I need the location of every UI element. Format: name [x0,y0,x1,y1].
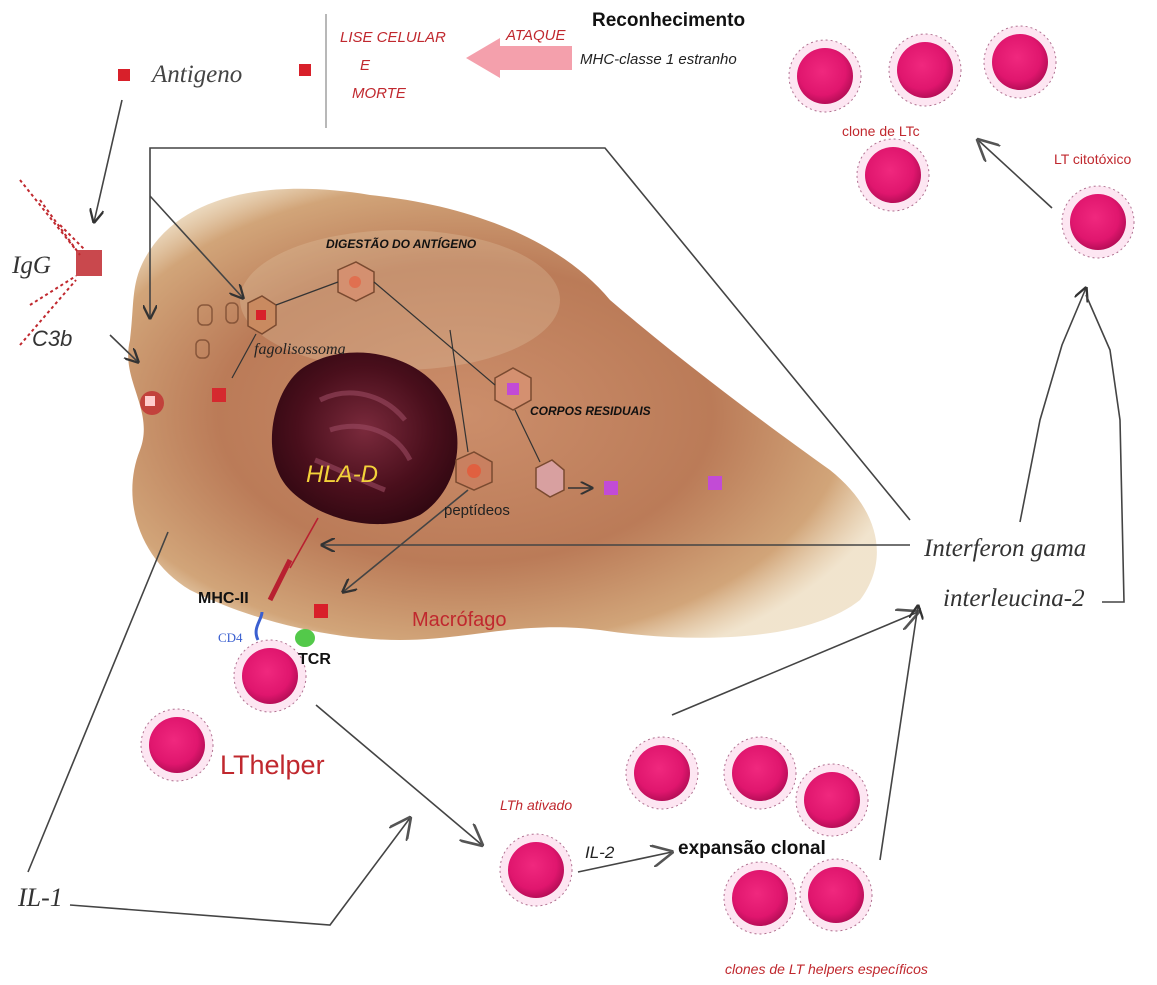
ltc-cell [889,34,961,106]
lise-celular-label: LISE CELULAR [340,29,446,46]
mhc-classe1-label: MHC-classe 1 estranho [580,51,737,68]
il2-label: IL-2 [585,843,615,862]
digestao-label: DIGESTÃO DO ANTÍGENO [326,236,477,251]
lise-e-label: E [360,57,371,74]
tcr-label: TCR [298,651,331,668]
lth-ativado-label: LTh ativado [500,797,572,813]
helper-clone-cell [724,737,796,809]
interferon-label: Interferon gama [923,535,1086,562]
interferon-to-ltc-arrow [1020,288,1086,522]
residual-content [507,383,519,395]
mhc-ii-label: MHC-II [198,590,249,607]
c3b-label: C3b [32,326,72,351]
il1-to-lthelper-arrow [70,818,410,925]
clones-to-interleucina-arrow [880,606,918,860]
fagolisossoma-antigen [256,310,266,320]
expansao-clonal-label: expansão clonal [678,838,826,859]
morte-label: MORTE [352,85,407,102]
clone-ltc-label: clone de LTc [842,123,920,139]
helper-clone-cell [626,737,698,809]
helper-clone-cell [724,862,796,934]
helper-clone-cell [800,859,872,931]
antigen-icon-1 [118,69,130,81]
opsonized-particle [140,391,164,415]
ltc-cell [984,26,1056,98]
lthelper-label: LThelper [220,750,325,780]
interleucina-to-ltc-line [1086,295,1124,602]
ltc-cell [857,139,929,211]
peptide-content [467,464,481,478]
residual-body-2 [708,476,722,490]
interleucina-label: interleucina-2 [943,585,1085,612]
presented-antigen [314,604,328,618]
lth-ativado-cell [500,834,572,906]
ltc-clones [789,26,1056,211]
ataque-label: ATAQUE [505,27,566,44]
igg-label: IgG [11,252,51,279]
exocytosis-vesicle [536,460,564,497]
antigen-to-igg-arrow [94,100,122,222]
corpos-residuais-label: CORPOS RESIDUAIS [530,404,651,418]
engulfed-antigen [212,388,226,402]
reconhecimento-label: Reconhecimento [592,10,745,31]
ltc-cell [789,40,861,112]
clones-lt-helpers-label: clones de LT helpers específicos [725,961,928,977]
ataque-arrow [466,38,572,78]
peptideos-label: peptídeos [444,502,510,519]
antigeno-label: Antigeno [150,61,242,88]
lthelper-to-activated-arrow [316,705,482,845]
lt-citotoxico-cell [1062,186,1134,258]
lthelper-bound-cell [234,640,306,712]
macrophage-to-il1-line [28,532,168,872]
lthelper-cell [141,709,213,781]
antigen-icon-2 [299,64,311,76]
residual-body-1 [604,481,618,495]
tcr-molecule [295,629,315,647]
fagolisossoma-label: fagolisossoma [254,341,346,358]
macrofago-label: Macrófago [412,609,507,631]
lt-citotoxico-label: LT citotóxico [1054,151,1132,167]
cd4-label: CD4 [218,630,243,645]
helper-clone-cell [796,764,868,836]
lt-helper-clones [626,737,872,934]
hla-d-label: HLA-D [306,461,378,488]
ltc-clonal-arrow [978,140,1052,208]
digestion-content [349,276,361,288]
il1-label: IL-1 [17,883,63,912]
